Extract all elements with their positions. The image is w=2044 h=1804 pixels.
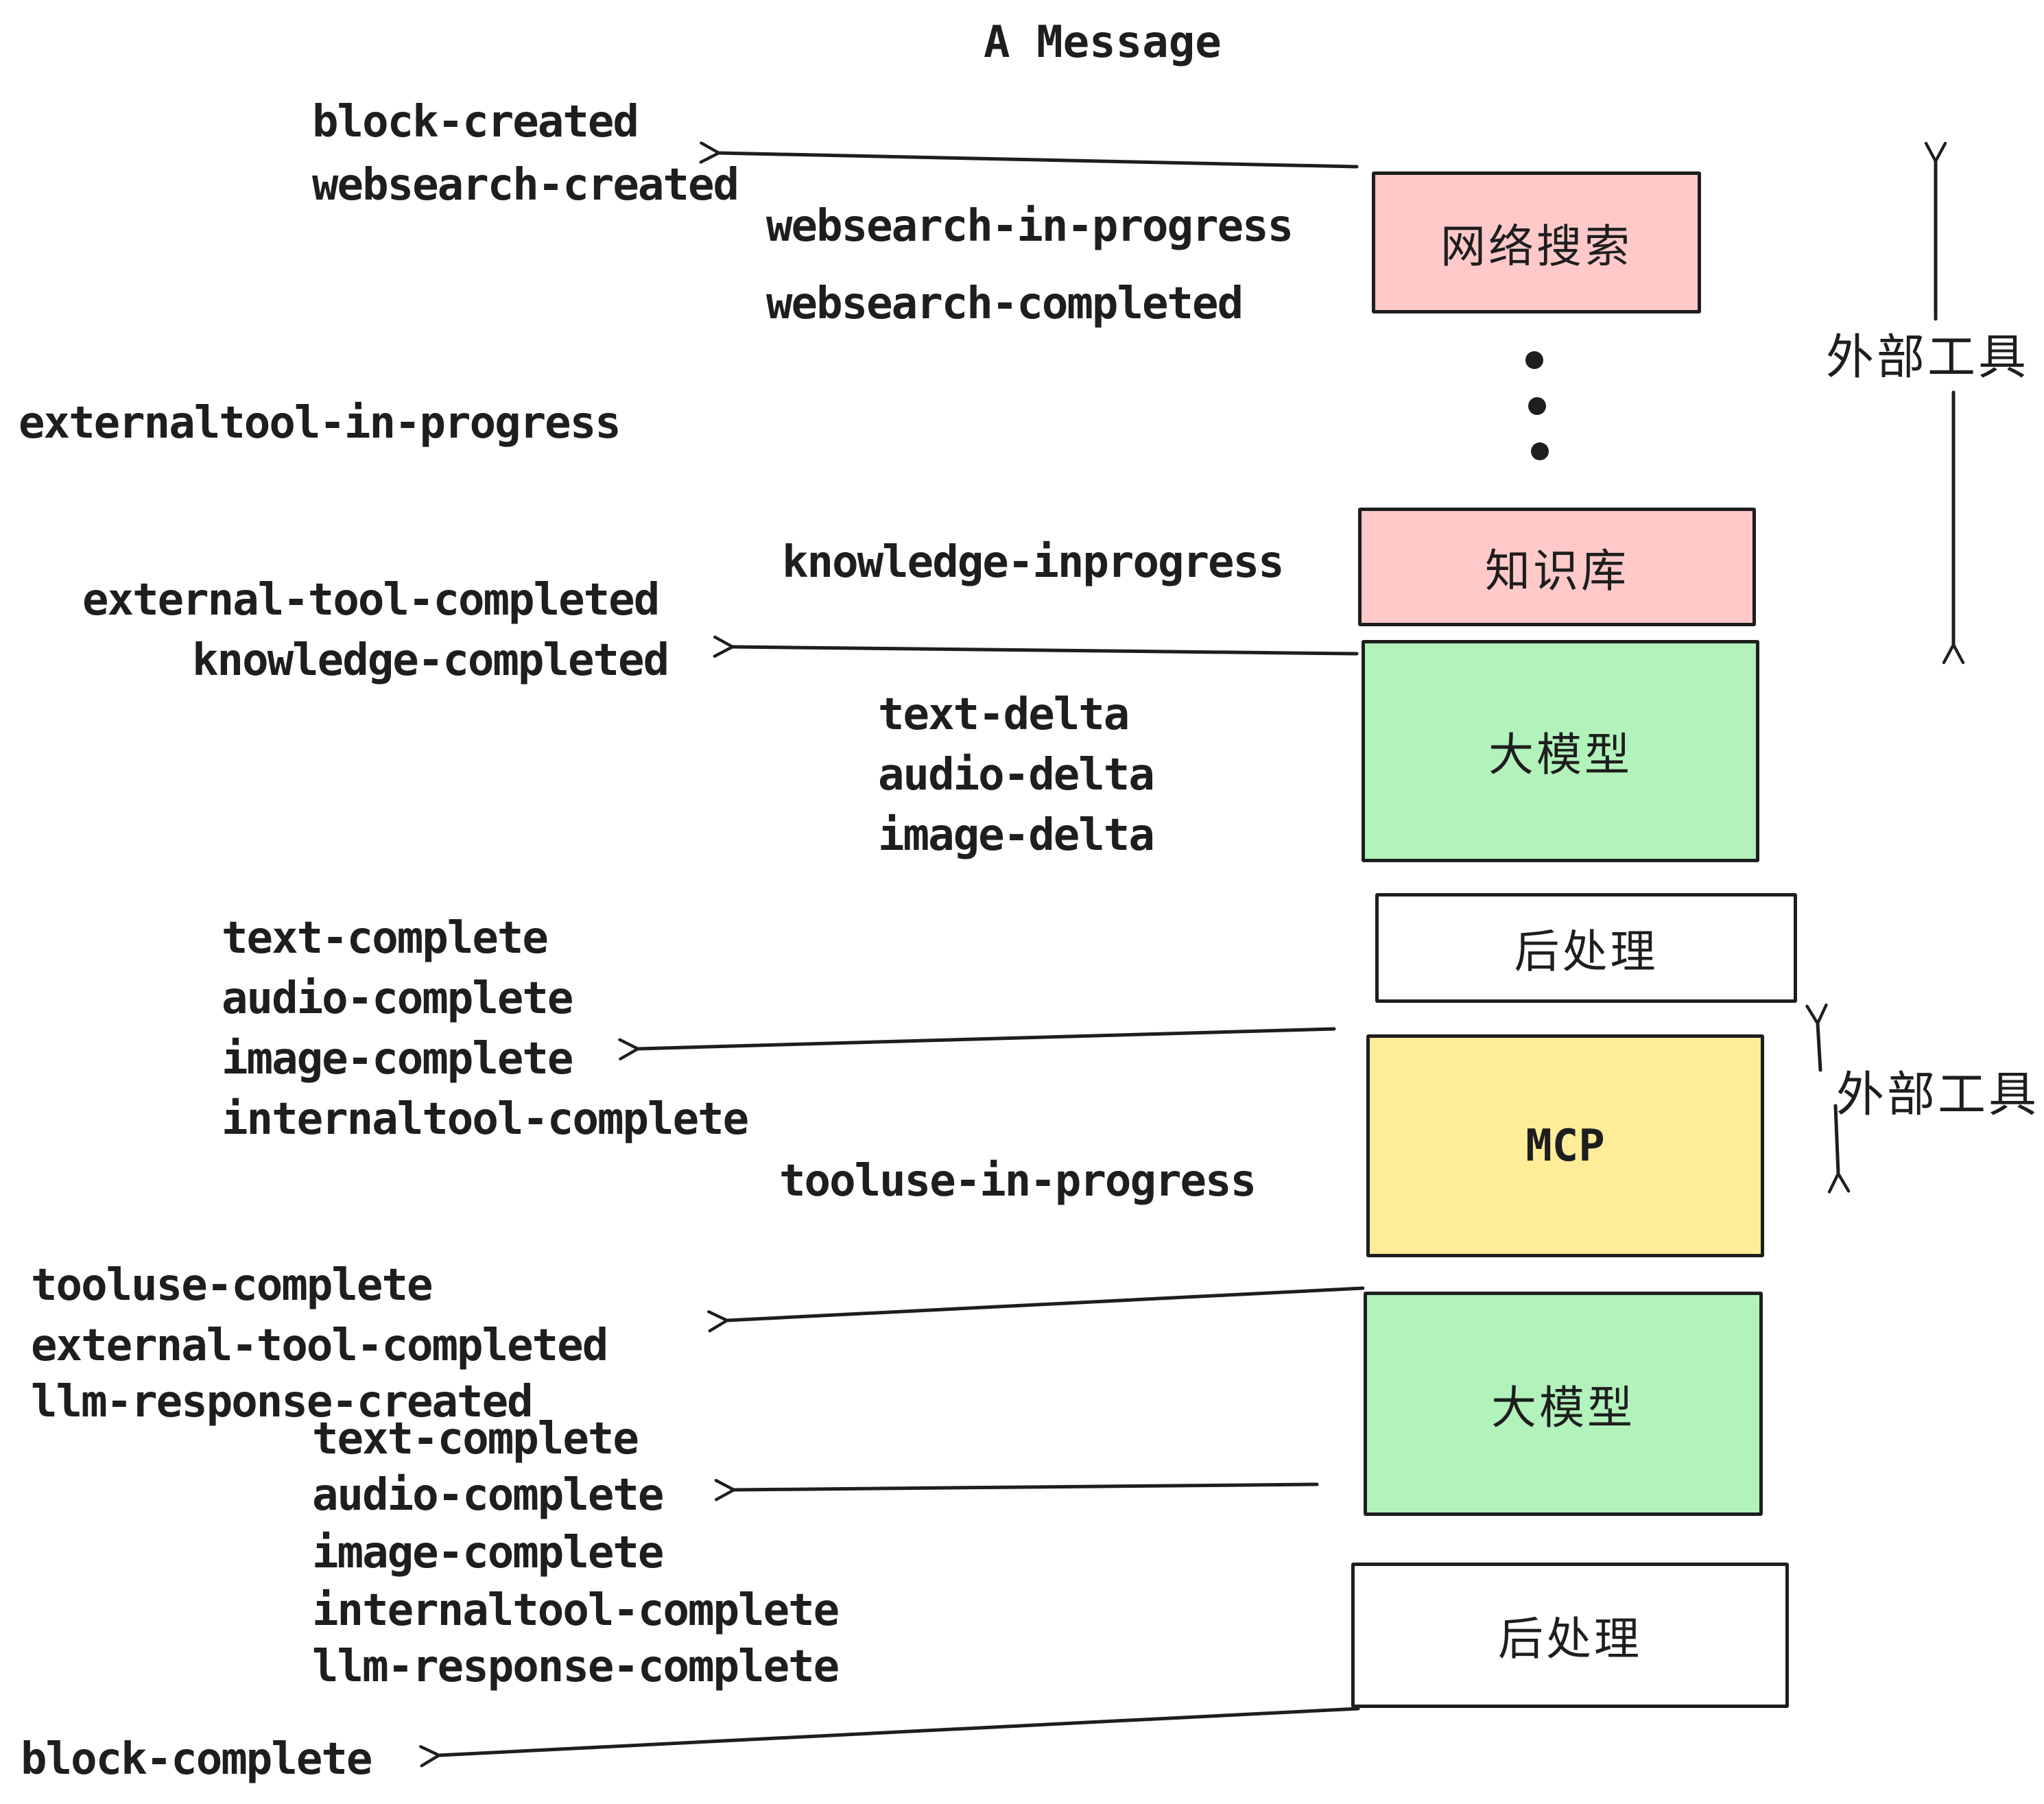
event-block-created: block-created (312, 97, 639, 147)
event-tooluse-in-progress: tooluse-in-progress (779, 1156, 1257, 1207)
box-llm-2-label: 大模型 (1491, 1381, 1635, 1434)
event-tooluse-complete: tooluse-complete (31, 1260, 433, 1311)
box-mcp-label: MCP (1525, 1120, 1605, 1172)
event-text-delta-1: text-delta (878, 689, 1130, 740)
arrow-to-block-complete (419, 1707, 1360, 1768)
event-text-complete-2: text-complete (312, 1414, 639, 1464)
box-postprocess-2: 后处理 (1351, 1563, 1789, 1708)
event-llm-response-complete: llm-response-complete (312, 1641, 840, 1692)
event-websearch-in-progress: websearch-in-progress (766, 201, 1294, 252)
event-llm-response-created: llm-response-created (31, 1377, 534, 1427)
box-websearch-label: 网络搜索 (1440, 219, 1632, 273)
event-image-complete-1: image-complete (222, 1034, 573, 1084)
box-postprocess-2-label: 后处理 (1498, 1613, 1642, 1665)
label-external-tool-mcp: 外部工具 (1836, 1066, 2039, 1123)
box-knowledge: 知识库 (1358, 508, 1756, 626)
event-websearch-created: websearch-created (312, 160, 739, 211)
arrow-to-audio-complete-2 (714, 1479, 1319, 1502)
ellipsis-dot (1525, 351, 1543, 369)
ellipsis-dot (1531, 442, 1549, 460)
arrow-to-knowledge-completed (713, 635, 1359, 658)
arrow-to-block-created (699, 141, 1359, 169)
box-knowledge-label: 知识库 (1485, 544, 1629, 597)
vertical-ellipsis-dots (1525, 351, 1549, 460)
event-websearch-completed: websearch-completed (766, 278, 1244, 329)
event-image-delta-1: image-delta (878, 810, 1155, 861)
label-external-tool-top: 外部工具 (1826, 329, 2029, 385)
box-postprocess-1: 后处理 (1375, 893, 1797, 1003)
box-llm-1-label: 大模型 (1488, 728, 1632, 781)
arrow-to-tooluse-complete (707, 1286, 1365, 1333)
box-llm-1: 大模型 (1362, 640, 1759, 862)
event-audio-delta-1: audio-delta (878, 750, 1155, 800)
event-knowledge-inprogress: knowledge-inprogress (782, 537, 1285, 588)
event-externaltool-in-progress: externaltool-in-progress (19, 398, 621, 449)
event-audio-complete-1: audio-complete (222, 973, 573, 1024)
ellipsis-dot (1528, 397, 1546, 415)
box-llm-2: 大模型 (1364, 1292, 1763, 1516)
event-audio-complete-2: audio-complete (312, 1470, 664, 1521)
arrow-to-image-complete-1 (618, 1027, 1336, 1060)
arrow-mcp-up (1805, 1004, 1828, 1072)
event-image-complete-2: image-complete (312, 1528, 664, 1578)
box-mcp: MCP (1366, 1034, 1764, 1257)
event-internaltool-complete-1: internaltool-complete (222, 1094, 749, 1145)
event-block-complete: block-complete (21, 1734, 372, 1785)
event-knowledge-completed: knowledge-completed (192, 635, 669, 686)
box-postprocess-1-label: 后处理 (1514, 925, 1659, 978)
event-external-tool-completed-2: external-tool-completed (31, 1320, 608, 1371)
event-text-complete-1: text-complete (222, 913, 549, 964)
event-internaltool-complete-2: internaltool-complete (312, 1585, 840, 1636)
event-external-tool-completed-1: external-tool-completed (82, 575, 660, 626)
box-websearch: 网络搜索 (1372, 171, 1701, 313)
diagram-title: A Message (984, 17, 1222, 68)
